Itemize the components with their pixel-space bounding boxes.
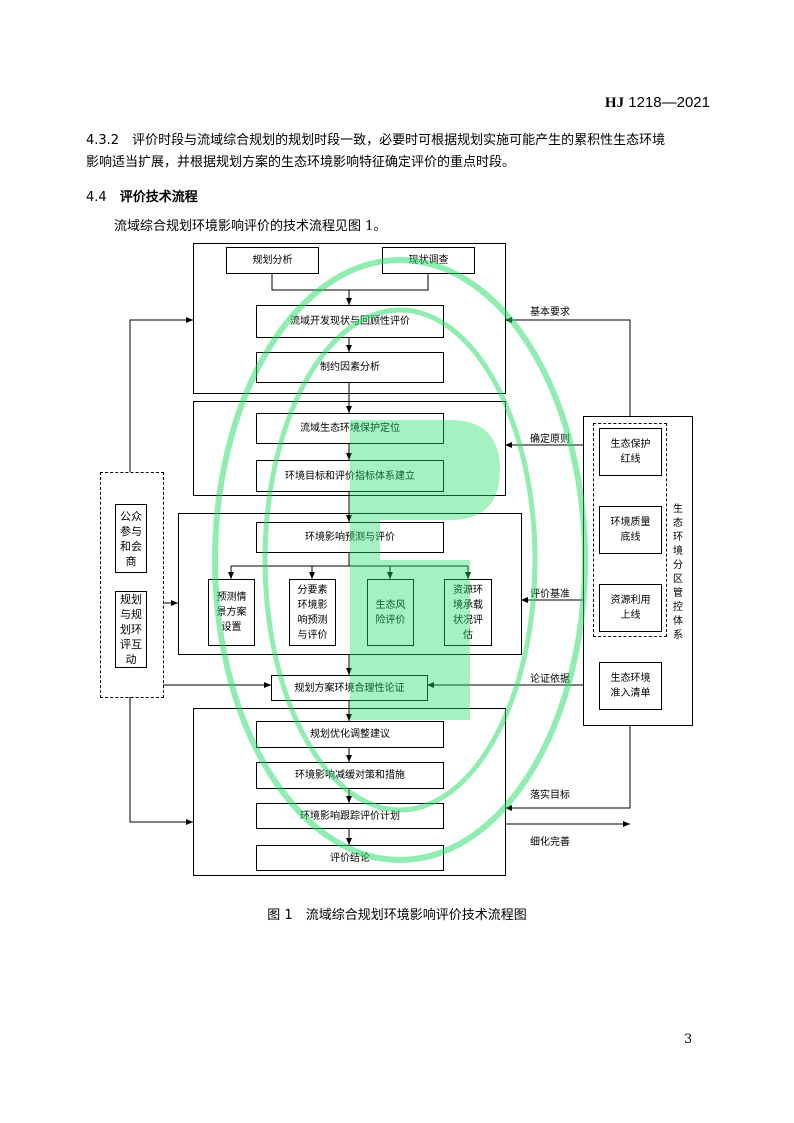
box-mitigation: 环境影响减缓对策和措施 bbox=[256, 762, 444, 789]
section-text: 流域综合规划环境影响评价的技术流程见图 1。 bbox=[114, 219, 387, 234]
box-quality-baseline: 环境质量底线 bbox=[599, 506, 662, 554]
box-public: 公众参与和会商 bbox=[115, 504, 147, 573]
para-4-3-2-line1: 4.3.2 评价时段与流域综合规划的规划时段一致，必要时可根据规划实施可能产生的… bbox=[86, 130, 665, 152]
box-elements: 分要素环境影响预测与评价 bbox=[289, 579, 336, 646]
clause-number: 4.3.2 bbox=[86, 133, 120, 148]
standard-number: HJ 1218—2021 bbox=[0, 94, 710, 112]
section-number: 4.4 bbox=[86, 190, 107, 205]
std-number: 1218—2021 bbox=[628, 94, 710, 111]
std-prefix: HJ bbox=[604, 95, 625, 111]
box-capacity: 资源环境承载状况评估 bbox=[444, 579, 492, 646]
zoning-system-label: 生态环境分区管控体系 bbox=[673, 504, 683, 641]
label-basis: 论证依据 bbox=[530, 674, 570, 685]
box-red-line: 生态保护红线 bbox=[599, 428, 662, 476]
clause-text: 评价时段与流域综合规划的规划时段一致，必要时可根据规划实施可能产生的累积性生态环… bbox=[132, 133, 666, 148]
box-retrospective: 流域开发现状与回顾性评价 bbox=[256, 305, 444, 338]
box-eco-risk: 生态风险评价 bbox=[367, 579, 414, 646]
box-conclusion: 评价结论 bbox=[256, 845, 444, 871]
label-basic-requirements: 基本要求 bbox=[530, 307, 570, 318]
box-prediction: 环境影响预测与评价 bbox=[256, 522, 444, 553]
box-targets: 环境目标和评价指标体系建立 bbox=[256, 460, 444, 492]
box-positioning: 流域生态环境保护定位 bbox=[256, 413, 444, 444]
label-targets-implementation: 落实目标 bbox=[530, 790, 570, 801]
box-resource-cap: 资源利用上线 bbox=[599, 584, 662, 632]
section-heading: 4.4 评价技术流程 bbox=[86, 186, 198, 205]
section-title: 评价技术流程 bbox=[119, 190, 198, 205]
label-refine: 细化完善 bbox=[530, 837, 570, 848]
figure-caption: 图 1 流域综合规划环境影响评价技术流程图 bbox=[267, 908, 527, 923]
box-rationality: 规划方案环境合理性论证 bbox=[271, 675, 428, 701]
three-lines-frame bbox=[593, 423, 667, 637]
box-scenario: 预测情景方案设置 bbox=[208, 579, 255, 646]
box-interaction: 规划与规划环评互动 bbox=[115, 591, 147, 668]
box-status-survey: 现状调查 bbox=[382, 247, 475, 274]
label-principles: 确定原则 bbox=[530, 434, 570, 445]
participation-frame bbox=[100, 472, 164, 698]
box-access-list: 生态环境准入清单 bbox=[599, 662, 662, 710]
box-optimization: 规划优化调整建议 bbox=[256, 721, 444, 748]
box-tracking: 环境影响跟踪评价计划 bbox=[256, 803, 444, 829]
box-planning-analysis: 规划分析 bbox=[226, 247, 319, 274]
para-4-3-2-line2: 影响适当扩展，并根据规划方案的生态环境影响特征确定评价的重点时段。 bbox=[86, 155, 516, 170]
page-number: 3 bbox=[684, 1032, 693, 1047]
box-constraints: 制约因素分析 bbox=[256, 352, 444, 383]
label-benchmark: 评价基准 bbox=[530, 589, 570, 600]
